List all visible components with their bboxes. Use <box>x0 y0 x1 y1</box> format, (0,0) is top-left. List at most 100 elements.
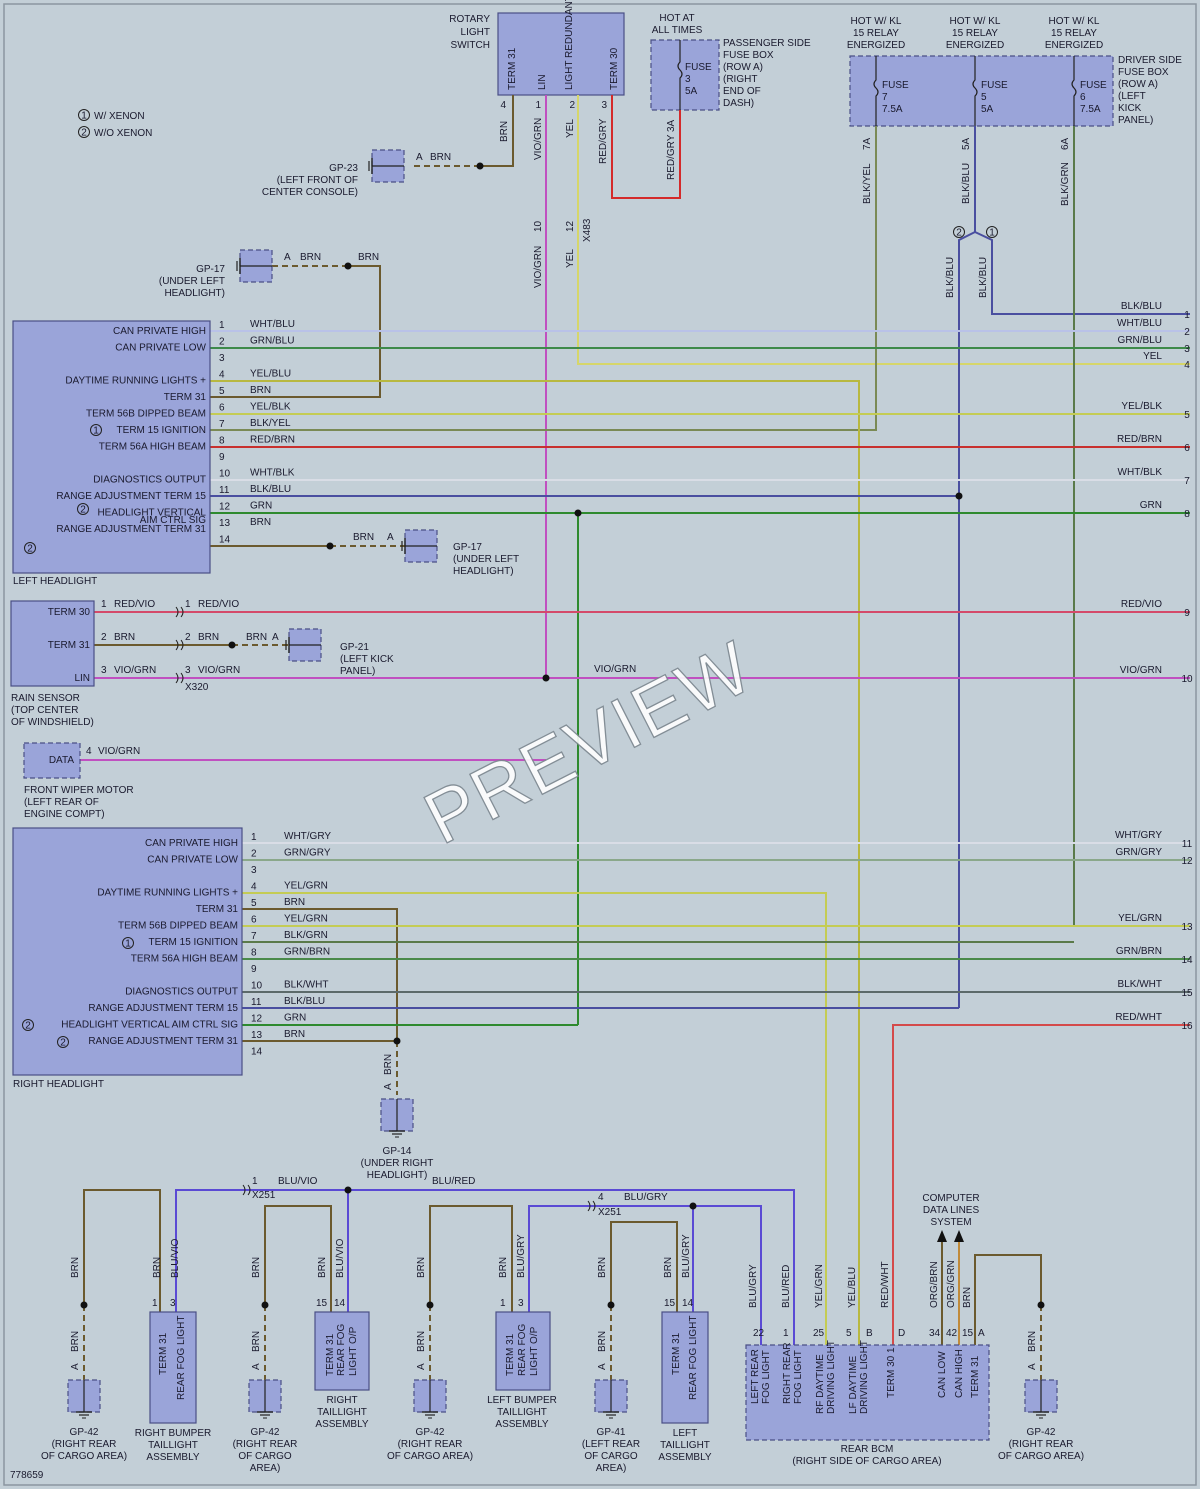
svg-text:A: A <box>1027 1363 1038 1370</box>
rh-pin-num: 11 <box>251 997 262 1008</box>
svg-text:15: 15 <box>664 1298 676 1309</box>
rh-wire-label: WHT/GRY <box>284 831 331 842</box>
svg-text:FUSE: FUSE <box>981 80 1008 91</box>
svg-text:1: 1 <box>125 939 131 950</box>
svg-text:10: 10 <box>533 220 544 232</box>
rh-pin-num: 8 <box>251 948 257 959</box>
right-wire-color: YEL/GRN <box>1118 913 1162 924</box>
svg-text:GP-42: GP-42 <box>416 1427 445 1438</box>
svg-text:VIO/GRN: VIO/GRN <box>98 746 140 757</box>
svg-text:(RIGHT REAR: (RIGHT REAR <box>398 1439 463 1450</box>
svg-text:(UNDER RIGHT: (UNDER RIGHT <box>361 1158 434 1169</box>
svg-text:5A: 5A <box>981 104 994 115</box>
right-wire-color: GRN/BRN <box>1116 946 1162 957</box>
legend: 1 W/ XENON 2 W/O XENON <box>78 109 152 139</box>
svg-text:TERM 31: TERM 31 <box>507 47 518 90</box>
svg-text:15 RELAY: 15 RELAY <box>952 28 998 39</box>
svg-text:5: 5 <box>981 92 987 103</box>
bottom-wire-labels: 1 BLU/VIO X251 BLU/RED 4 BLU/GRY X251 BR… <box>70 1176 1038 1370</box>
rh-wire-label: GRN/GRY <box>284 848 331 859</box>
left-taillight: TERM 31 REAR FOG LIGHT LEFT TAILLIGHT AS… <box>658 1311 712 1463</box>
rh-pin-num: 7 <box>251 931 257 942</box>
svg-text:DRIVING LIGHT: DRIVING LIGHT <box>859 1340 870 1414</box>
svg-text:CAN HIGH: CAN HIGH <box>954 1349 965 1398</box>
right-wire-color: RED/WHT <box>1115 1012 1162 1023</box>
right-wire-number: 9 <box>1184 608 1190 619</box>
ground-gp-14: BRN A GP-14 (UNDER RIGHT HEADLIGHT) <box>361 1054 434 1181</box>
svg-text:TAILLIGHT: TAILLIGHT <box>148 1440 198 1451</box>
svg-text:D: D <box>898 1328 905 1339</box>
svg-text:YEL/GRN: YEL/GRN <box>814 1264 825 1308</box>
svg-text:1: 1 <box>989 228 995 239</box>
svg-text:ASSEMBLY: ASSEMBLY <box>146 1452 199 1463</box>
svg-text:ASSEMBLY: ASSEMBLY <box>495 1419 548 1430</box>
svg-text:BLU/GRY: BLU/GRY <box>748 1264 759 1308</box>
svg-text:14: 14 <box>682 1298 694 1309</box>
svg-text:DRIVING LIGHT: DRIVING LIGHT <box>826 1340 837 1414</box>
svg-text:SYSTEM: SYSTEM <box>930 1217 971 1228</box>
lh-pin-num: 14 <box>219 535 231 546</box>
right-taillight: TERM 31 REAR FOG LIGHT O/P RIGHT TAILLIG… <box>314 1311 370 1430</box>
svg-text:DATA LINES: DATA LINES <box>923 1205 980 1216</box>
svg-text:(LEFT FRONT OF: (LEFT FRONT OF <box>277 175 358 186</box>
rh-pin-num: 1 <box>251 832 257 843</box>
right-wire-number: 12 <box>1181 856 1193 867</box>
svg-text:VIO/GRN: VIO/GRN <box>533 246 544 288</box>
svg-text:BRN: BRN <box>358 252 379 263</box>
svg-text:BRN: BRN <box>114 632 135 643</box>
svg-text:BLU/RED: BLU/RED <box>781 1265 792 1308</box>
svg-text:3: 3 <box>185 665 191 676</box>
svg-text:AIM CTRL SIG: AIM CTRL SIG <box>140 515 207 526</box>
rh-pin-label: TERM 56B DIPPED BEAM <box>118 921 238 932</box>
svg-text:BRN: BRN <box>383 1054 394 1075</box>
svg-text:RIGHT: RIGHT <box>326 1395 357 1406</box>
svg-text:ROTARY: ROTARY <box>449 14 490 25</box>
legend-xenon: W/ XENON <box>94 111 145 122</box>
svg-text:A: A <box>70 1363 81 1370</box>
svg-text:BRN: BRN <box>317 1257 328 1278</box>
svg-text:BLU/VIO: BLU/VIO <box>170 1238 181 1278</box>
right-wire-number: 8 <box>1184 509 1190 520</box>
svg-text:(ROW A): (ROW A) <box>1118 79 1158 90</box>
svg-text:2: 2 <box>60 1038 66 1049</box>
lh-wire-label: GRN/BLU <box>250 336 294 347</box>
svg-text:3: 3 <box>101 665 107 676</box>
svg-text:BLU/RED: BLU/RED <box>432 1176 475 1187</box>
svg-text:OF WINDSHIELD): OF WINDSHIELD) <box>11 717 94 728</box>
svg-text:A: A <box>978 1328 985 1339</box>
right-wire-color: VIO/GRN <box>1120 665 1162 676</box>
svg-text:3: 3 <box>518 1298 524 1309</box>
lh-pin-label: DIAGNOSTICS OUTPUT <box>93 475 206 486</box>
svg-text:TERM 31: TERM 31 <box>505 1333 516 1376</box>
svg-text:LEFT REAR: LEFT REAR <box>750 1349 761 1404</box>
svg-text:BRN: BRN <box>416 1331 427 1352</box>
ground-gp-17-lower: GP-17 (UNDER LEFT HEADLIGHT) BRN A <box>353 529 519 577</box>
svg-text:2: 2 <box>25 1021 31 1032</box>
svg-text:A: A <box>387 532 394 543</box>
legend-no-xenon: W/O XENON <box>94 128 152 139</box>
svg-text:BLU/GRY: BLU/GRY <box>624 1192 668 1203</box>
svg-text:FUSE BOX: FUSE BOX <box>723 50 774 61</box>
svg-text:BRN: BRN <box>70 1257 81 1278</box>
rh-pin-num: 2 <box>251 849 257 860</box>
svg-text:ENERGIZED: ENERGIZED <box>1045 40 1103 51</box>
svg-text:A: A <box>284 252 291 263</box>
svg-text:CENTER CONSOLE): CENTER CONSOLE) <box>262 187 358 198</box>
rh-pin-num: 10 <box>251 981 263 992</box>
lh-pin-num: 5 <box>219 386 225 397</box>
svg-text:BRN: BRN <box>430 152 451 163</box>
svg-text:(RIGHT: (RIGHT <box>723 74 757 85</box>
rotary-light-switch: ROTARY LIGHT SWITCH TERM 31 LIN LIGHT RE… <box>449 0 625 111</box>
svg-text:GP-17: GP-17 <box>453 542 482 553</box>
svg-text:LEFT: LEFT <box>673 1428 697 1439</box>
lh-pin-num: 6 <box>219 403 225 414</box>
svg-text:3: 3 <box>601 100 607 111</box>
svg-text:HOT W/ KL: HOT W/ KL <box>950 16 1001 27</box>
svg-text:LIGHT: LIGHT <box>461 27 490 38</box>
svg-text:(LEFT KICK: (LEFT KICK <box>340 654 394 665</box>
svg-text:YEL/BLU: YEL/BLU <box>847 1267 858 1308</box>
left-bumper-taillight: TERM 31 REAR FOG LIGHT O/P LEFT BUMPER T… <box>487 1311 557 1430</box>
svg-text:X483: X483 <box>582 218 593 242</box>
svg-text:END OF: END OF <box>723 86 761 97</box>
